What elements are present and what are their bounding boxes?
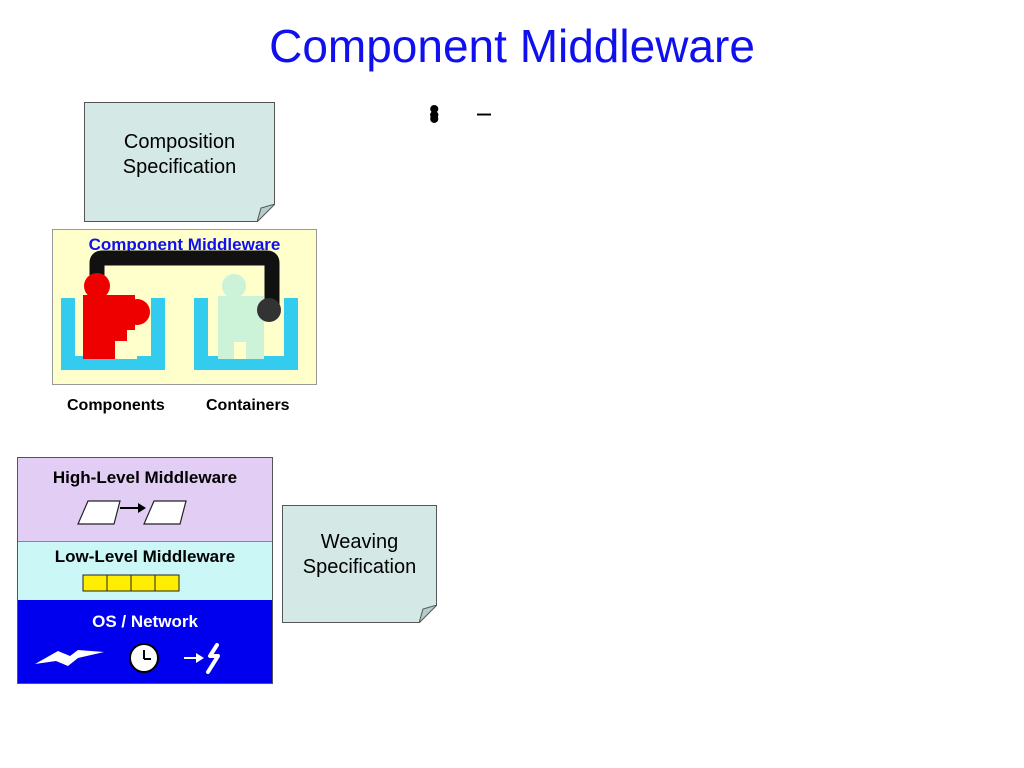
buffer-icon [82,574,180,592]
component-container-diagram [61,250,298,370]
data-flow-icon [77,500,187,525]
components-caption: Components [67,397,165,414]
bullet-dash: – [477,99,491,127]
composition-spec-line1: Composition [123,131,236,153]
bullet-dot: • [429,93,440,126]
low-level-label: Low-Level Middleware [54,547,236,566]
bullet-dot: • [429,99,440,132]
slide-title: Component Middleware [269,20,755,72]
component-middleware-box: Component Middleware [52,229,317,385]
bullet-dot: • [429,103,440,136]
bullet-dash: – [477,99,491,127]
bullet-dot: • [429,99,440,132]
os-network-layer: OS / Network [18,600,272,683]
os-network-label: OS / Network [92,612,198,631]
connector-end [257,298,281,322]
green-component [218,274,264,359]
component-middleware-label: Component Middleware [88,235,281,254]
signal-arrow-icon [184,643,220,674]
containers-caption: Containers [206,397,290,414]
os-icons [35,643,220,674]
weaving-spec-note: Weaving Specification [282,505,437,623]
high-level-label: High-Level Middleware [52,468,238,487]
container-left [61,298,165,370]
composition-spec-line2: Specification [122,156,237,178]
page-fold-icon [257,204,275,222]
weaving-spec-line2: Specification [302,556,417,578]
bullet-dash: – [477,99,491,127]
page-fold-icon [419,605,437,623]
clock-icon [129,643,159,673]
composition-spec-note: Composition Specification [84,102,275,222]
lightning-icon [35,650,104,666]
connector-bar [89,250,280,310]
bullet-list: • • – – • – – • – [425,92,1020,136]
container-right [194,298,298,370]
bullet-dash: – [477,99,491,127]
high-level-layer: High-Level Middleware [18,458,272,541]
red-component [83,273,150,359]
middleware-stack: High-Level Middleware Low-Level Middlewa… [17,457,273,684]
weaving-spec-line1: Weaving [320,531,399,553]
bullet-dash: – [477,99,491,127]
low-level-layer: Low-Level Middleware [18,541,272,601]
